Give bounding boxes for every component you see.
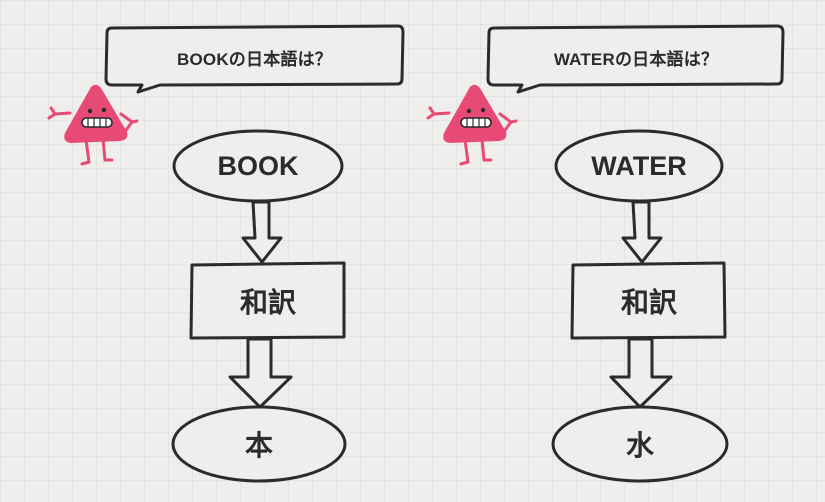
question-text-2: WATERの日本語は？ <box>553 49 719 69</box>
source-label-1: BOOK <box>217 150 299 181</box>
process-label-1: 和訳 <box>239 287 296 318</box>
result-label-2: 水 <box>625 430 654 461</box>
arrow-down-2b <box>609 337 673 409</box>
process-box-1 <box>189 261 346 340</box>
question-text-1: BOOKの日本語は？ <box>177 49 332 69</box>
arrow-down-1b <box>228 337 293 409</box>
process-box-2 <box>570 261 727 340</box>
process-label-2: 和訳 <box>620 287 677 318</box>
result-ellipse-2 <box>551 405 729 483</box>
speech-bubble-1 <box>104 24 405 94</box>
result-ellipse-1 <box>171 405 347 483</box>
arrow-down-1a <box>241 200 283 264</box>
mascot-icon-1 <box>47 84 139 166</box>
source-label-2: WATER <box>591 150 687 181</box>
result-label-1: 本 <box>244 430 273 461</box>
arrow-down-2a <box>621 200 663 264</box>
speech-bubble-2 <box>486 24 785 94</box>
mascot-icon-2 <box>426 84 518 166</box>
